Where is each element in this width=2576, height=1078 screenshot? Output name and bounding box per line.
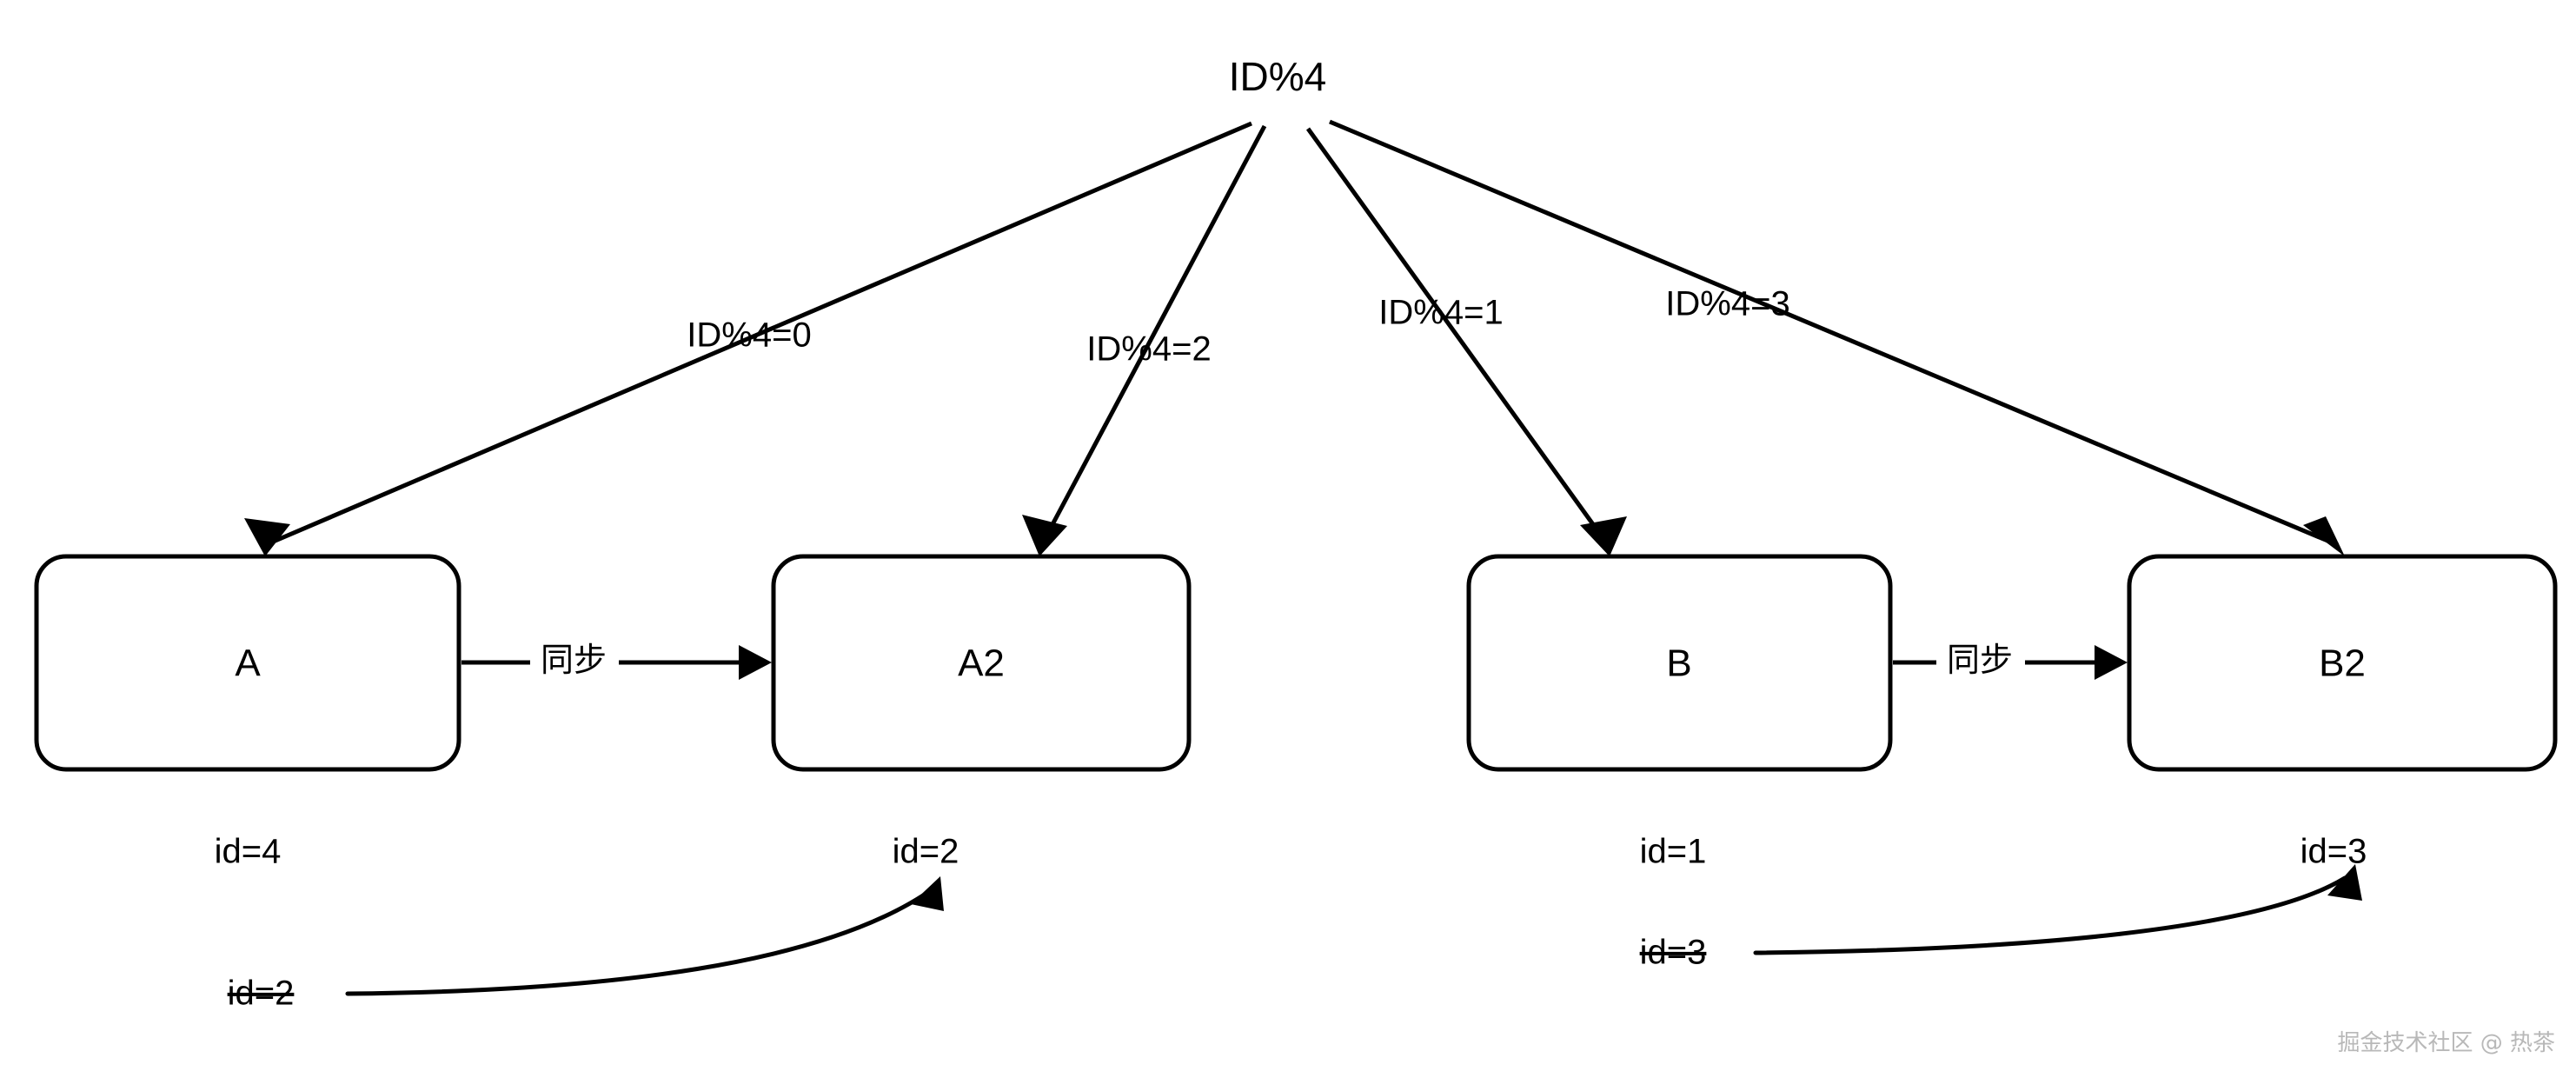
arrow-head-migration-right — [2327, 864, 2362, 901]
node-label-B2: B2 — [2319, 642, 2366, 685]
node-box-A[interactable] — [34, 554, 461, 772]
node-A[interactable]: A — [34, 554, 461, 772]
migration-curve-right — [1753, 875, 2347, 955]
id-label-under-A2: id=2 — [893, 833, 959, 871]
edge-label-id4-3: ID%4=3 — [1665, 285, 1789, 323]
id-label-under-B2: id=3 — [2300, 833, 2367, 871]
edge-group-id4-3: ID%4=3 — [1329, 119, 2345, 556]
edge-group-id4-0: ID%4=0 — [244, 121, 1252, 556]
edge-line-id4-1 — [1305, 127, 1609, 544]
migration-right: id=3 — [1640, 864, 2362, 972]
node-B2[interactable]: B2 — [2127, 554, 2558, 772]
edge-group-id4-1: ID%4=1 — [1305, 127, 1627, 556]
migration-curve-left — [345, 886, 936, 996]
migration-label-right: id=3 — [1640, 934, 1707, 972]
node-B[interactable]: B — [1466, 554, 1893, 772]
arrow-head-id4-2 — [1022, 515, 1067, 556]
id-label-under-B: id=1 — [1640, 833, 1707, 871]
node-label-A2: A2 — [958, 642, 1005, 685]
arrow-head-B-B2 — [2095, 645, 2128, 680]
id-label-under-A: id=4 — [215, 833, 282, 871]
edge-label-id4-2: ID%4=2 — [1086, 330, 1211, 369]
edge-line-id4-3 — [1329, 119, 2339, 548]
sync-edge-A-A2: 同步 — [461, 642, 772, 680]
edge-line-id4-2 — [1040, 124, 1267, 544]
arrow-head-migration-left — [911, 876, 944, 911]
arrow-head-id4-3 — [2303, 516, 2345, 556]
arrow-head-id4-0 — [244, 518, 290, 556]
sync-edge-B-B2: 同步 — [1893, 642, 2128, 680]
arrow-head-id4-1 — [1580, 516, 1627, 556]
sync-label-A-A2: 同步 — [541, 642, 607, 679]
node-box-B2[interactable] — [2127, 554, 2558, 772]
migration-label-left: id=2 — [228, 975, 295, 1013]
edge-group-id4-2: ID%4=2 — [1022, 124, 1267, 556]
sync-label-B-B2: 同步 — [1947, 642, 2013, 679]
node-label-A: A — [235, 642, 261, 685]
watermark: 掘金技术社区 @ 热茶 — [2337, 1030, 2555, 1056]
root-label: ID%4 — [1229, 54, 1326, 99]
migration-left: id=2 — [228, 876, 944, 1013]
node-box-A2[interactable] — [771, 554, 1192, 772]
node-label-B: B — [1666, 642, 1691, 685]
node-A2[interactable]: A2 — [771, 554, 1192, 772]
arrow-head-A-A2 — [739, 645, 772, 680]
edge-line-id4-0 — [264, 121, 1252, 548]
edge-label-id4-1: ID%4=1 — [1378, 294, 1503, 332]
node-box-B[interactable] — [1466, 554, 1893, 772]
edge-label-id4-0: ID%4=0 — [687, 316, 811, 355]
